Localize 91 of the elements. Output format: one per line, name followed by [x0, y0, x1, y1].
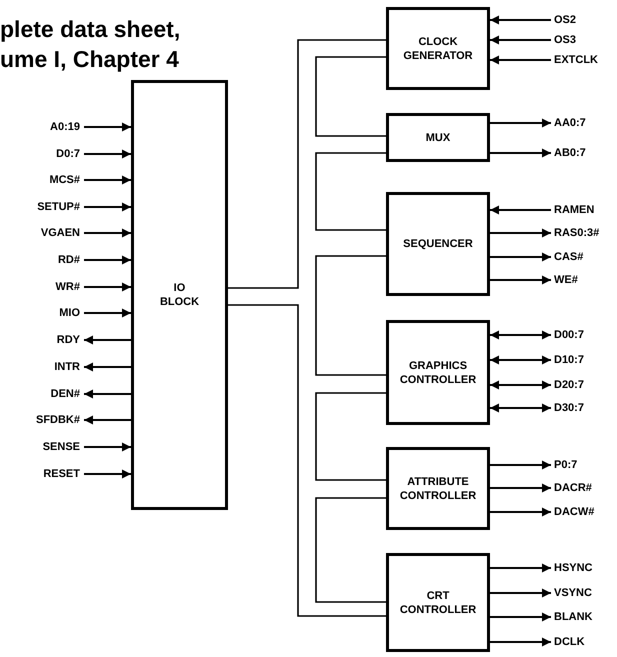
block-label: GRAPHICS CONTROLLER: [400, 358, 476, 386]
signal-arrow: [490, 118, 551, 128]
signal-arrow: [490, 588, 551, 598]
block-label: ATTRIBUTE CONTROLLER: [400, 474, 476, 502]
signal-name: DEN#: [50, 387, 80, 401]
heading-text: ume I, Chapter 4: [0, 48, 179, 71]
signal-arrow: [84, 228, 131, 238]
signal-name: D0:7: [56, 147, 80, 161]
bus-line: [315, 392, 386, 481]
block-label: MUX: [426, 130, 450, 144]
signal-name: SETUP#: [37, 200, 80, 214]
signal-arrow: [490, 252, 551, 262]
signal-name: RESET: [43, 467, 80, 481]
signal-name: CAS#: [554, 250, 584, 264]
block-box: [386, 113, 490, 162]
bus-line: [315, 152, 386, 231]
bus-line: [315, 56, 386, 137]
block-box: [386, 553, 490, 652]
signal-arrow: [490, 206, 551, 214]
signal-arrow: [84, 362, 131, 372]
signal-arrow: [84, 390, 131, 398]
block-box: [386, 320, 490, 425]
signal-name: VGAEN: [40, 226, 80, 240]
signal-arrow: [84, 256, 131, 264]
signal-name: AB0:7: [554, 146, 586, 160]
signal-name: SFDBK#: [36, 413, 80, 427]
signal-arrow: [490, 330, 551, 340]
block-label: CRT CONTROLLER: [400, 588, 476, 616]
signal-name: SENSE: [42, 440, 80, 454]
signal-name: D20:7: [554, 378, 584, 392]
signal-name: MCS#: [49, 173, 80, 187]
block-box: [386, 447, 490, 530]
block-label: CLOCK GENERATOR: [403, 34, 473, 62]
signal-arrow: [84, 150, 131, 158]
signal-arrow: [84, 308, 131, 318]
signal-arrow: [490, 404, 551, 412]
signal-name: OS2: [554, 13, 576, 27]
signal-arrow: [84, 416, 131, 424]
signal-name: D30:7: [554, 401, 584, 415]
signal-arrow: [490, 276, 551, 284]
signal-arrow: [490, 484, 551, 492]
signal-name: RDY: [56, 333, 80, 347]
signal-name: A0:19: [50, 120, 80, 134]
signal-arrow: [84, 470, 131, 478]
signal-arrow: [490, 56, 551, 64]
bus-line: [228, 39, 386, 289]
signal-name: DCLK: [554, 635, 585, 649]
signal-arrow: [490, 148, 551, 158]
signal-arrow: [490, 564, 551, 572]
signal-arrow: [84, 282, 131, 292]
signal-name: RAMEN: [554, 203, 594, 217]
signal-arrow: [490, 36, 551, 44]
block-box: [386, 7, 490, 90]
signal-name: P0:7: [554, 458, 578, 472]
signal-arrow: [490, 612, 551, 622]
signal-name: WE#: [554, 273, 578, 287]
signal-name: EXTCLK: [554, 53, 598, 67]
signal-name: AA0:7: [554, 116, 586, 130]
signal-name: OS3: [554, 33, 576, 47]
signal-arrow: [490, 638, 551, 646]
signal-name: HSYNC: [554, 561, 593, 575]
heading-text: plete data sheet,: [0, 18, 180, 41]
signal-name: VSYNC: [554, 586, 592, 600]
signal-arrow: [84, 176, 131, 184]
signal-arrow: [490, 228, 551, 238]
signal-arrow: [84, 442, 131, 452]
signal-name: D10:7: [554, 353, 584, 367]
signal-name: RAS0:3#: [554, 226, 600, 240]
block-label: SEQUENCER: [403, 237, 473, 251]
block-label: IO BLOCK: [160, 281, 200, 309]
signal-name: DACR#: [554, 481, 592, 495]
signal-arrow: [84, 122, 131, 132]
signal-arrow: [490, 16, 551, 24]
signal-arrow: [490, 356, 551, 364]
block-box: [386, 192, 490, 296]
signal-arrow: [490, 380, 551, 390]
signal-arrow: [490, 508, 551, 516]
bus-line: [315, 497, 386, 603]
signal-name: BLANK: [554, 610, 592, 624]
signal-name: WR#: [56, 280, 80, 294]
signal-name: D00:7: [554, 328, 584, 342]
signal-arrow: [84, 202, 131, 212]
signal-name: INTR: [54, 360, 80, 374]
signal-arrow: [84, 336, 131, 344]
bus-line: [315, 255, 386, 376]
signal-name: MIO: [59, 306, 80, 320]
signal-name: DACW#: [554, 505, 594, 519]
block-box: [131, 80, 228, 510]
bus-line: [228, 304, 386, 617]
signal-name: RD#: [58, 253, 80, 267]
signal-arrow: [490, 460, 551, 470]
